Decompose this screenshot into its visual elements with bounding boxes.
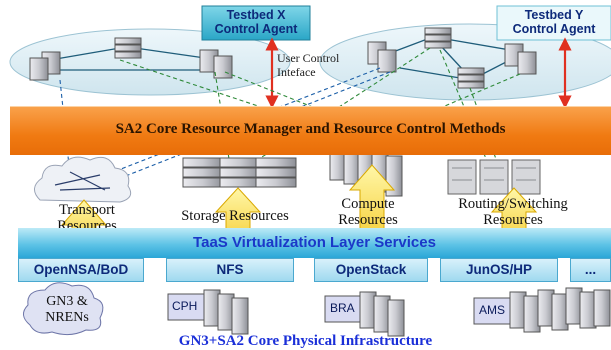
testbed-y-agent-label: Testbed Y Control Agent xyxy=(497,8,611,36)
testbed-y-switch-2 xyxy=(457,67,485,89)
testbed-y-node-1 xyxy=(367,41,397,73)
testbed-y-agent-box xyxy=(496,5,611,41)
transport-cloud-links xyxy=(54,171,111,191)
compute-line2: Resources xyxy=(338,212,398,228)
transport-line1: Transport xyxy=(59,202,115,218)
transport-cloud-icon xyxy=(34,156,132,203)
service-box-opennsa: OpenNSA/BoD xyxy=(18,258,144,282)
testbed-y-agent-line2: Control Agent xyxy=(512,22,596,36)
storage-resources-label: Storage Resources xyxy=(181,208,289,224)
storage-servers-icon xyxy=(182,157,297,188)
service-box-nfs: NFS xyxy=(166,258,294,282)
routing-racks-icon xyxy=(447,159,541,195)
testbed-x-agent-label: Testbed X Control Agent xyxy=(202,8,310,36)
gn3-cloud-icon xyxy=(23,282,104,336)
gn3-nrens-label: GN3 & NRENs xyxy=(36,294,98,326)
gn3-line1: GN3 & xyxy=(46,294,88,309)
testbed-x-agent-line2: Control Agent xyxy=(214,22,298,36)
service-box-openstack: OpenStack xyxy=(314,258,428,282)
testbed-y-oval xyxy=(319,23,611,101)
testbed-y-switch-1 xyxy=(424,27,452,49)
testbed-x-switch xyxy=(114,37,142,59)
testbed-y-links xyxy=(384,37,511,79)
testbed-x-agent-line1: Testbed X xyxy=(226,8,286,22)
testbed-y-node-2 xyxy=(504,43,537,75)
testbed-y-agent-line1: Testbed Y xyxy=(524,8,584,22)
routing-resources-label: Routing/Switching Resources xyxy=(438,196,588,228)
testbed-x-agent-box xyxy=(201,5,311,41)
service-box-more: ... xyxy=(570,258,611,282)
core-resource-manager-banner: SA2 Core Resource Manager and Resource C… xyxy=(10,106,611,155)
service-box-junos: JunOS/HP xyxy=(440,258,558,282)
gn3-line2: NRENs xyxy=(45,310,89,325)
routing-line1: Routing/Switching xyxy=(458,196,568,212)
user-control-line1: User Control xyxy=(277,51,340,65)
testbed-x-node-1 xyxy=(29,51,61,81)
taas-virtualization-layer: TaaS Virtualization Layer Services xyxy=(18,228,611,258)
bra-servers-icon xyxy=(324,291,405,337)
compute-resources-label: Compute Resources xyxy=(318,196,418,228)
routing-line2: Resources xyxy=(483,212,543,228)
core-banner-title: SA2 Core Resource Manager and Resource C… xyxy=(115,121,506,137)
compute-line1: Compute xyxy=(341,196,395,212)
cph-site-label: CPH xyxy=(170,299,200,313)
user-control-interface-label: User Control Inteface xyxy=(277,51,339,79)
ams-site-label: AMS xyxy=(477,303,508,317)
taas-layer-title: TaaS Virtualization Layer Services xyxy=(193,234,436,251)
testbed-x-links xyxy=(49,47,206,71)
bra-site-label: BRA xyxy=(328,301,357,315)
user-control-line2: Inteface xyxy=(277,65,316,79)
physical-infrastructure-title: GN3+SA2 Core Physical Infrastructure xyxy=(178,333,433,349)
